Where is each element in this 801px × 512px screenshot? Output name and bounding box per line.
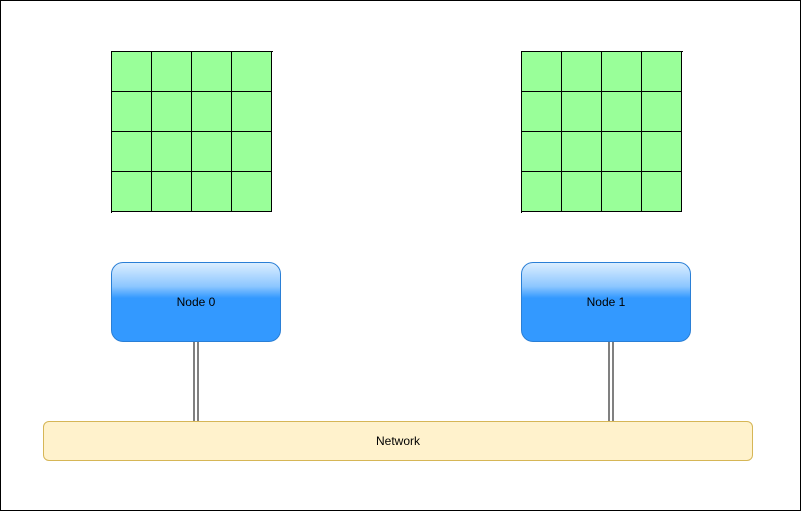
node-0-label: Node 0 bbox=[176, 295, 216, 309]
node-1-box: Node 1 bbox=[521, 262, 691, 342]
link-node-1-network bbox=[608, 342, 614, 421]
grid-cell bbox=[152, 52, 192, 92]
grid-cell bbox=[562, 132, 602, 172]
grid-cell bbox=[602, 172, 642, 212]
grid-cell bbox=[642, 172, 682, 212]
grid-cell bbox=[522, 52, 562, 92]
grid-cell bbox=[562, 92, 602, 132]
grid-cell bbox=[642, 132, 682, 172]
grid-cell bbox=[642, 52, 682, 92]
grid-cell bbox=[602, 52, 642, 92]
grid-cell bbox=[112, 52, 152, 92]
memory-grid-node-0 bbox=[111, 51, 273, 213]
grid-cell bbox=[562, 52, 602, 92]
grid-cell bbox=[232, 132, 272, 172]
grid-cell bbox=[232, 92, 272, 132]
grid-cell bbox=[192, 92, 232, 132]
memory-grid-node-1 bbox=[521, 51, 683, 213]
node-1-label: Node 1 bbox=[586, 295, 626, 309]
grid-cell bbox=[232, 52, 272, 92]
grid-cell bbox=[192, 52, 232, 92]
grid-cell bbox=[602, 132, 642, 172]
node-0-box: Node 0 bbox=[111, 262, 281, 342]
grid-cell bbox=[522, 92, 562, 132]
link-node-0-network bbox=[193, 342, 199, 421]
network-bus: Network bbox=[43, 421, 753, 461]
grid-cell bbox=[112, 172, 152, 212]
grid-cell bbox=[112, 92, 152, 132]
grid-cell bbox=[192, 172, 232, 212]
grid-cell bbox=[522, 132, 562, 172]
grid-cell bbox=[152, 92, 192, 132]
network-label: Network bbox=[375, 434, 420, 448]
grid-cell bbox=[562, 172, 602, 212]
grid-cell bbox=[112, 132, 152, 172]
grid-cell bbox=[522, 172, 562, 212]
grid-cell bbox=[152, 172, 192, 212]
grid-cell bbox=[232, 172, 272, 212]
grid-cell bbox=[642, 92, 682, 132]
grid-cell bbox=[152, 132, 192, 172]
grid-cell bbox=[602, 92, 642, 132]
grid-cell bbox=[192, 132, 232, 172]
